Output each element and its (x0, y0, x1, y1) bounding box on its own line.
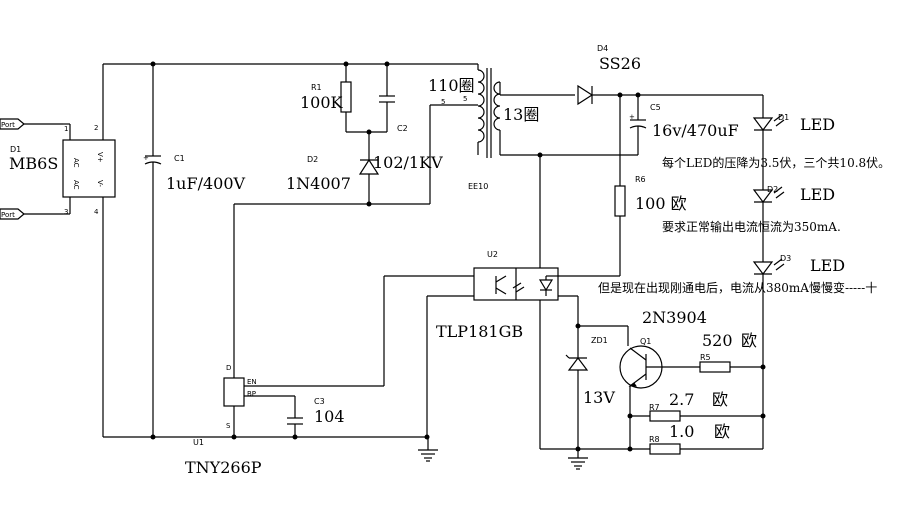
input-port-2: Port (0, 208, 63, 220)
u1-pin-bp: BP (247, 390, 256, 398)
note-led-drop: 每个LED的压降为3.5伏，三个共10.8伏。 (662, 155, 890, 170)
q1-part: 2N3904 (642, 308, 707, 327)
primary-turns: 110圈 (428, 76, 475, 95)
capacitor-c1: + C1 1uF/400V (143, 61, 246, 440)
led-2: D2 LED (752, 185, 835, 204)
d4-ref: D4 (597, 44, 608, 53)
ground-icon-primary (418, 437, 438, 462)
bridge-rectifier-d1: AC AC V+ V- 1 3 2 4 D1 MB6S (9, 123, 116, 216)
bridge-pin4: 4 (94, 208, 99, 216)
u1-part: TNY266P (185, 458, 262, 477)
c3-ref: C3 (314, 397, 325, 406)
bridge-pin-vminus: V- (96, 180, 104, 187)
ic-u1-tny266p: D S EN BP U1 TNY266P (185, 364, 384, 477)
zener-zd1: ZD1 13V (565, 323, 615, 452)
c2-ref: C2 (397, 124, 408, 133)
c3-value: 104 (314, 407, 345, 426)
resistor-r5: R5 520 欧 (699, 331, 763, 373)
resistor-r6: R6 100 欧 (558, 95, 687, 277)
r1-ref: R1 (311, 83, 322, 92)
r5-unit: 欧 (741, 331, 757, 350)
capacitor-c3: C3 104 (287, 396, 345, 440)
optocoupler-u2: U2 TLP181GB (436, 250, 579, 358)
c1-ref: C1 (174, 154, 185, 163)
u2-part: TLP181GB (436, 322, 523, 341)
u1-pin-d: D (226, 364, 231, 372)
port-label-2: Port (1, 211, 15, 219)
q1-ref: Q1 (640, 337, 651, 346)
capacitor-c5: + C5 16v/470uF (629, 95, 739, 155)
bridge-pin3: 3 (64, 208, 68, 216)
bridge-pin-ac1: AC (72, 158, 80, 168)
u1-pin-s: S (226, 422, 231, 430)
transistor-q1: Q1 2N3904 (578, 308, 707, 449)
bridge-pin-ac2: AC (72, 180, 80, 190)
r7-value: 2.7 (669, 390, 694, 409)
bridge-ref: D1 (10, 145, 21, 154)
d4-part: SS26 (599, 54, 641, 73)
diode-d4: D4 SS26 (577, 44, 763, 106)
svg-text:+: + (629, 113, 635, 121)
r8-ref: R8 (649, 435, 660, 444)
d2-part: 1N4007 (286, 174, 351, 193)
transformer-ee10: 110圈 13圈 EE10 5 5 (428, 64, 638, 191)
bridge-part: MB6S (9, 154, 58, 173)
bridge-pin2: 2 (94, 124, 98, 132)
r5-ref: R5 (700, 353, 711, 362)
led-2-label: LED (800, 185, 835, 204)
led-3-label: LED (810, 256, 845, 275)
secondary-turns: 13圈 (503, 105, 539, 124)
r7-unit: 欧 (712, 390, 728, 409)
u1-ref: U1 (193, 438, 204, 447)
r6-ref: R6 (635, 175, 646, 184)
resistor-r8: R8 1.0 欧 (630, 422, 763, 455)
port-label-1: Port (1, 121, 15, 129)
d2-ref: D2 (307, 155, 318, 164)
u1-pin-en: EN (247, 378, 257, 386)
input-port-1: Port (0, 118, 63, 130)
led-3-ref: D3 (780, 254, 791, 263)
zd1-value: 13V (583, 388, 615, 407)
svg-text:+: + (143, 154, 149, 162)
ground-icon-secondary (568, 449, 588, 470)
led-1: D1 LED (752, 113, 835, 134)
r1-value: 100K (300, 93, 344, 112)
resistor-r7: R7 2.7 欧 (630, 390, 763, 422)
r6-value: 100 欧 (635, 194, 687, 213)
u2-ref: U2 (487, 250, 498, 259)
led-2-ref: D2 (767, 185, 778, 194)
transformer-pin-a: 5 (441, 98, 445, 106)
r8-value: 1.0 (669, 422, 694, 441)
transformer-core: EE10 (468, 182, 488, 191)
led-1-ref: D1 (778, 113, 789, 122)
led-3: D3 LED (752, 254, 845, 275)
note-required-current: 要求正常输出电流恒流为350mA. (662, 219, 841, 234)
c1-value: 1uF/400V (166, 174, 246, 193)
c5-value: 16v/470uF (652, 121, 739, 140)
r8-unit: 欧 (714, 422, 730, 441)
r7-ref: R7 (649, 403, 660, 412)
zd1-ref: ZD1 (591, 336, 608, 345)
d2-value: 102/1KV (373, 153, 443, 172)
transformer-pin-b: 5 (463, 95, 467, 103)
led-string: D1 LED D2 LED D3 LED (752, 95, 845, 449)
note-problem: 但是现在出现刚通电后，电流从380mA慢慢变-----十 (598, 280, 877, 295)
r5-value: 520 (702, 331, 733, 350)
bridge-pin-vplus: V+ (96, 152, 104, 163)
led-1-label: LED (800, 115, 835, 134)
bridge-pin1: 1 (64, 125, 68, 133)
c5-ref: C5 (650, 103, 661, 112)
snubber-network: R1 100K C2 D2 1N4007 102/1KV (286, 61, 443, 207)
